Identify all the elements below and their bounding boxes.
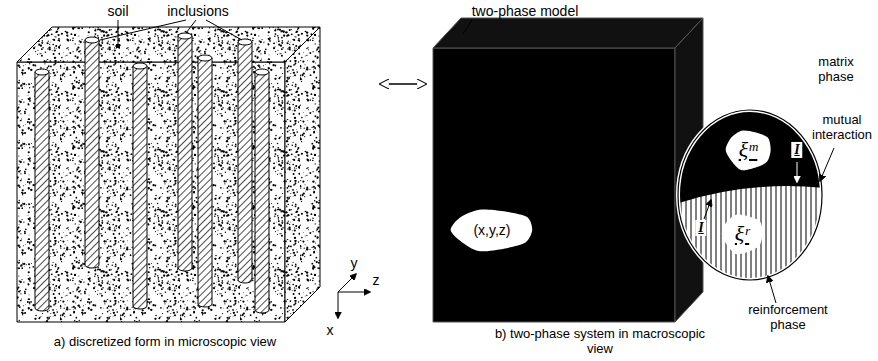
leader-line [186, 20, 196, 33]
axis-label: y [351, 255, 358, 271]
blob-fill [725, 131, 770, 171]
leader-line [118, 20, 119, 45]
point-region: (x,y,z) [453, 210, 531, 250]
blob-fill [721, 215, 762, 255]
equivalence-arrow [380, 83, 426, 85]
reinforcement-field: ξʳ [723, 215, 762, 253]
model-front-face [433, 48, 675, 322]
axis-z [338, 292, 370, 293]
part-label: two-phase model [472, 3, 579, 19]
inclusion-top [198, 55, 212, 61]
callout-arrow [820, 148, 834, 181]
leader-dot [116, 44, 120, 48]
blob-fill [451, 210, 533, 252]
inclusion-pile [35, 72, 49, 311]
inclusion-top [35, 69, 49, 75]
inclusion-pile [178, 36, 192, 271]
inclusion-pile [133, 66, 147, 309]
callout-arrow [768, 276, 776, 303]
inclusion-top [178, 33, 192, 39]
zoom-view [670, 108, 830, 290]
soil-top-face [17, 27, 320, 62]
inclusion-top [255, 69, 269, 75]
axis-x [338, 292, 339, 318]
part-label: matrix phase [810, 55, 862, 85]
node-text: ξᵐ [727, 137, 770, 163]
node-text: (x,y,z) [453, 222, 531, 238]
axis-y [338, 274, 356, 292]
part-label: inclusions [167, 3, 228, 19]
leader-line [463, 20, 472, 34]
part-label: soil [107, 3, 128, 19]
point-dot [529, 208, 535, 214]
inclusion-top [238, 39, 252, 45]
zoom-halo [678, 110, 822, 280]
zoom-outline [678, 110, 822, 280]
caption: a) discretized form in microscopic view [51, 335, 279, 350]
interaction-arrow [797, 162, 798, 182]
interaction-symbol: I [695, 220, 706, 236]
node-text: ξʳ [723, 221, 762, 247]
inclusion-pile [198, 58, 212, 307]
leader-line [100, 20, 186, 40]
reinforcement-region [670, 185, 830, 290]
inclusion-pile [85, 40, 99, 268]
part-label: mutual interaction [809, 113, 875, 143]
caption: b) two-phase system in macroscopic view [486, 327, 714, 357]
inclusion-pile [238, 42, 252, 283]
inclusion-top [85, 37, 99, 43]
model-top-face [433, 18, 703, 48]
interaction-symbol: I [791, 142, 802, 158]
axis-label: x [327, 322, 334, 338]
soil-side-face [285, 27, 320, 322]
leader-line [206, 20, 242, 40]
inclusion-pile [255, 72, 269, 313]
matrix-field: ξᵐ [727, 131, 770, 169]
axis-label: z [373, 272, 380, 288]
part-label: reinforcement phase [742, 303, 834, 333]
inclusion-top [133, 63, 147, 69]
interaction-arrow [704, 200, 711, 219]
